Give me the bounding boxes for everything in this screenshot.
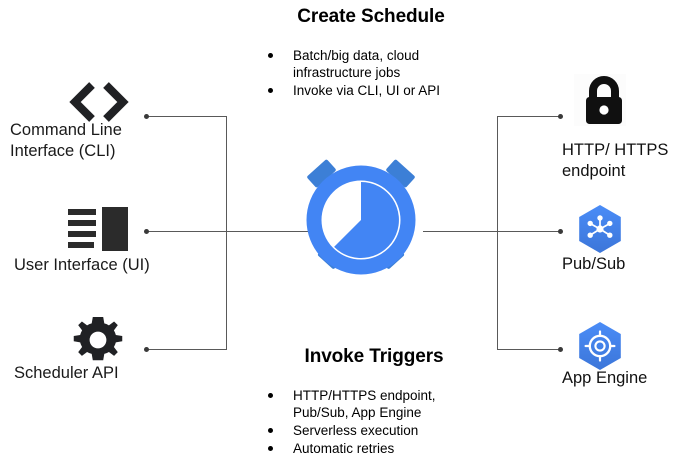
- create-schedule-heading: Create Schedule: [297, 6, 445, 27]
- target-label-http-line2: endpoint: [562, 162, 626, 180]
- layout-panel-icon: [68, 207, 130, 251]
- bullet-text: Batch/big data, cloud infrastructure job…: [293, 48, 420, 80]
- invoke-triggers-bullets: HTTP/HTTPS endpoint, Pub/Sub, App Engine…: [256, 387, 491, 458]
- alarm-clock-icon: [305, 158, 417, 278]
- bullet-icon: [268, 88, 273, 93]
- code-brackets-icon: [68, 82, 130, 122]
- bullet-icon: [268, 428, 273, 433]
- connector-endpoint-dot: [558, 228, 563, 234]
- list-item: Automatic retries: [256, 440, 491, 457]
- gear-icon: [73, 316, 123, 364]
- panel-block: [102, 207, 128, 251]
- list-item: Batch/big data, cloud infrastructure job…: [256, 47, 486, 81]
- bullet-text: Automatic retries: [293, 441, 395, 456]
- pubsub-hexagon-icon: [575, 203, 621, 253]
- target-label-pubsub: Pub/Sub: [562, 255, 626, 273]
- connector-endpoint-dot: [558, 346, 563, 352]
- connector-bus-to-http: [497, 116, 561, 117]
- target-label-http-endpoint: HTTP/ HTTPS endpoint: [562, 140, 668, 182]
- bullet-icon: [268, 446, 273, 451]
- bullet-icon: [268, 53, 273, 58]
- source-label-cli: Command Line Interface (CLI): [10, 120, 122, 162]
- invoke-triggers-heading: Invoke Triggers: [304, 346, 444, 367]
- bullet-icon: [268, 393, 273, 398]
- source-label-cli-line2: Interface (CLI): [10, 142, 116, 160]
- connector-bus-to-appengine: [497, 349, 561, 350]
- list-item: Serverless execution: [256, 422, 491, 439]
- panel-bars: [68, 209, 99, 253]
- connector-endpoint-dot: [144, 228, 149, 234]
- connector-clock-to-pubsub: [423, 231, 561, 232]
- source-label-scheduler-api: Scheduler API: [14, 364, 119, 382]
- connector-cli-to-bus: [146, 116, 227, 117]
- bullet-text: Invoke via CLI, UI or API: [293, 83, 441, 98]
- right-bus-line: [497, 116, 498, 349]
- source-label-cli-line1: Command Line: [10, 121, 122, 139]
- padlock-icon: [577, 76, 631, 134]
- connector-endpoint-dot: [558, 113, 563, 119]
- target-label-app-engine: App Engine: [562, 369, 648, 387]
- create-schedule-bullets: Batch/big data, cloud infrastructure job…: [256, 47, 486, 100]
- left-bus-line: [226, 116, 227, 349]
- target-label-http-line1: HTTP/ HTTPS: [562, 141, 669, 159]
- bullet-text: Serverless execution: [293, 423, 419, 438]
- source-label-ui: User Interface (UI): [14, 256, 150, 274]
- connector-api-to-bus: [146, 349, 227, 350]
- connector-endpoint-dot: [144, 346, 149, 352]
- list-item: Invoke via CLI, UI or API: [256, 82, 486, 99]
- bullet-text: HTTP/HTTPS endpoint, Pub/Sub, App Engine: [293, 388, 436, 420]
- list-item: HTTP/HTTPS endpoint, Pub/Sub, App Engine: [256, 387, 491, 421]
- app-engine-hexagon-icon: [575, 320, 621, 370]
- connector-endpoint-dot: [144, 113, 149, 119]
- connector-ui-to-clock: [146, 231, 312, 232]
